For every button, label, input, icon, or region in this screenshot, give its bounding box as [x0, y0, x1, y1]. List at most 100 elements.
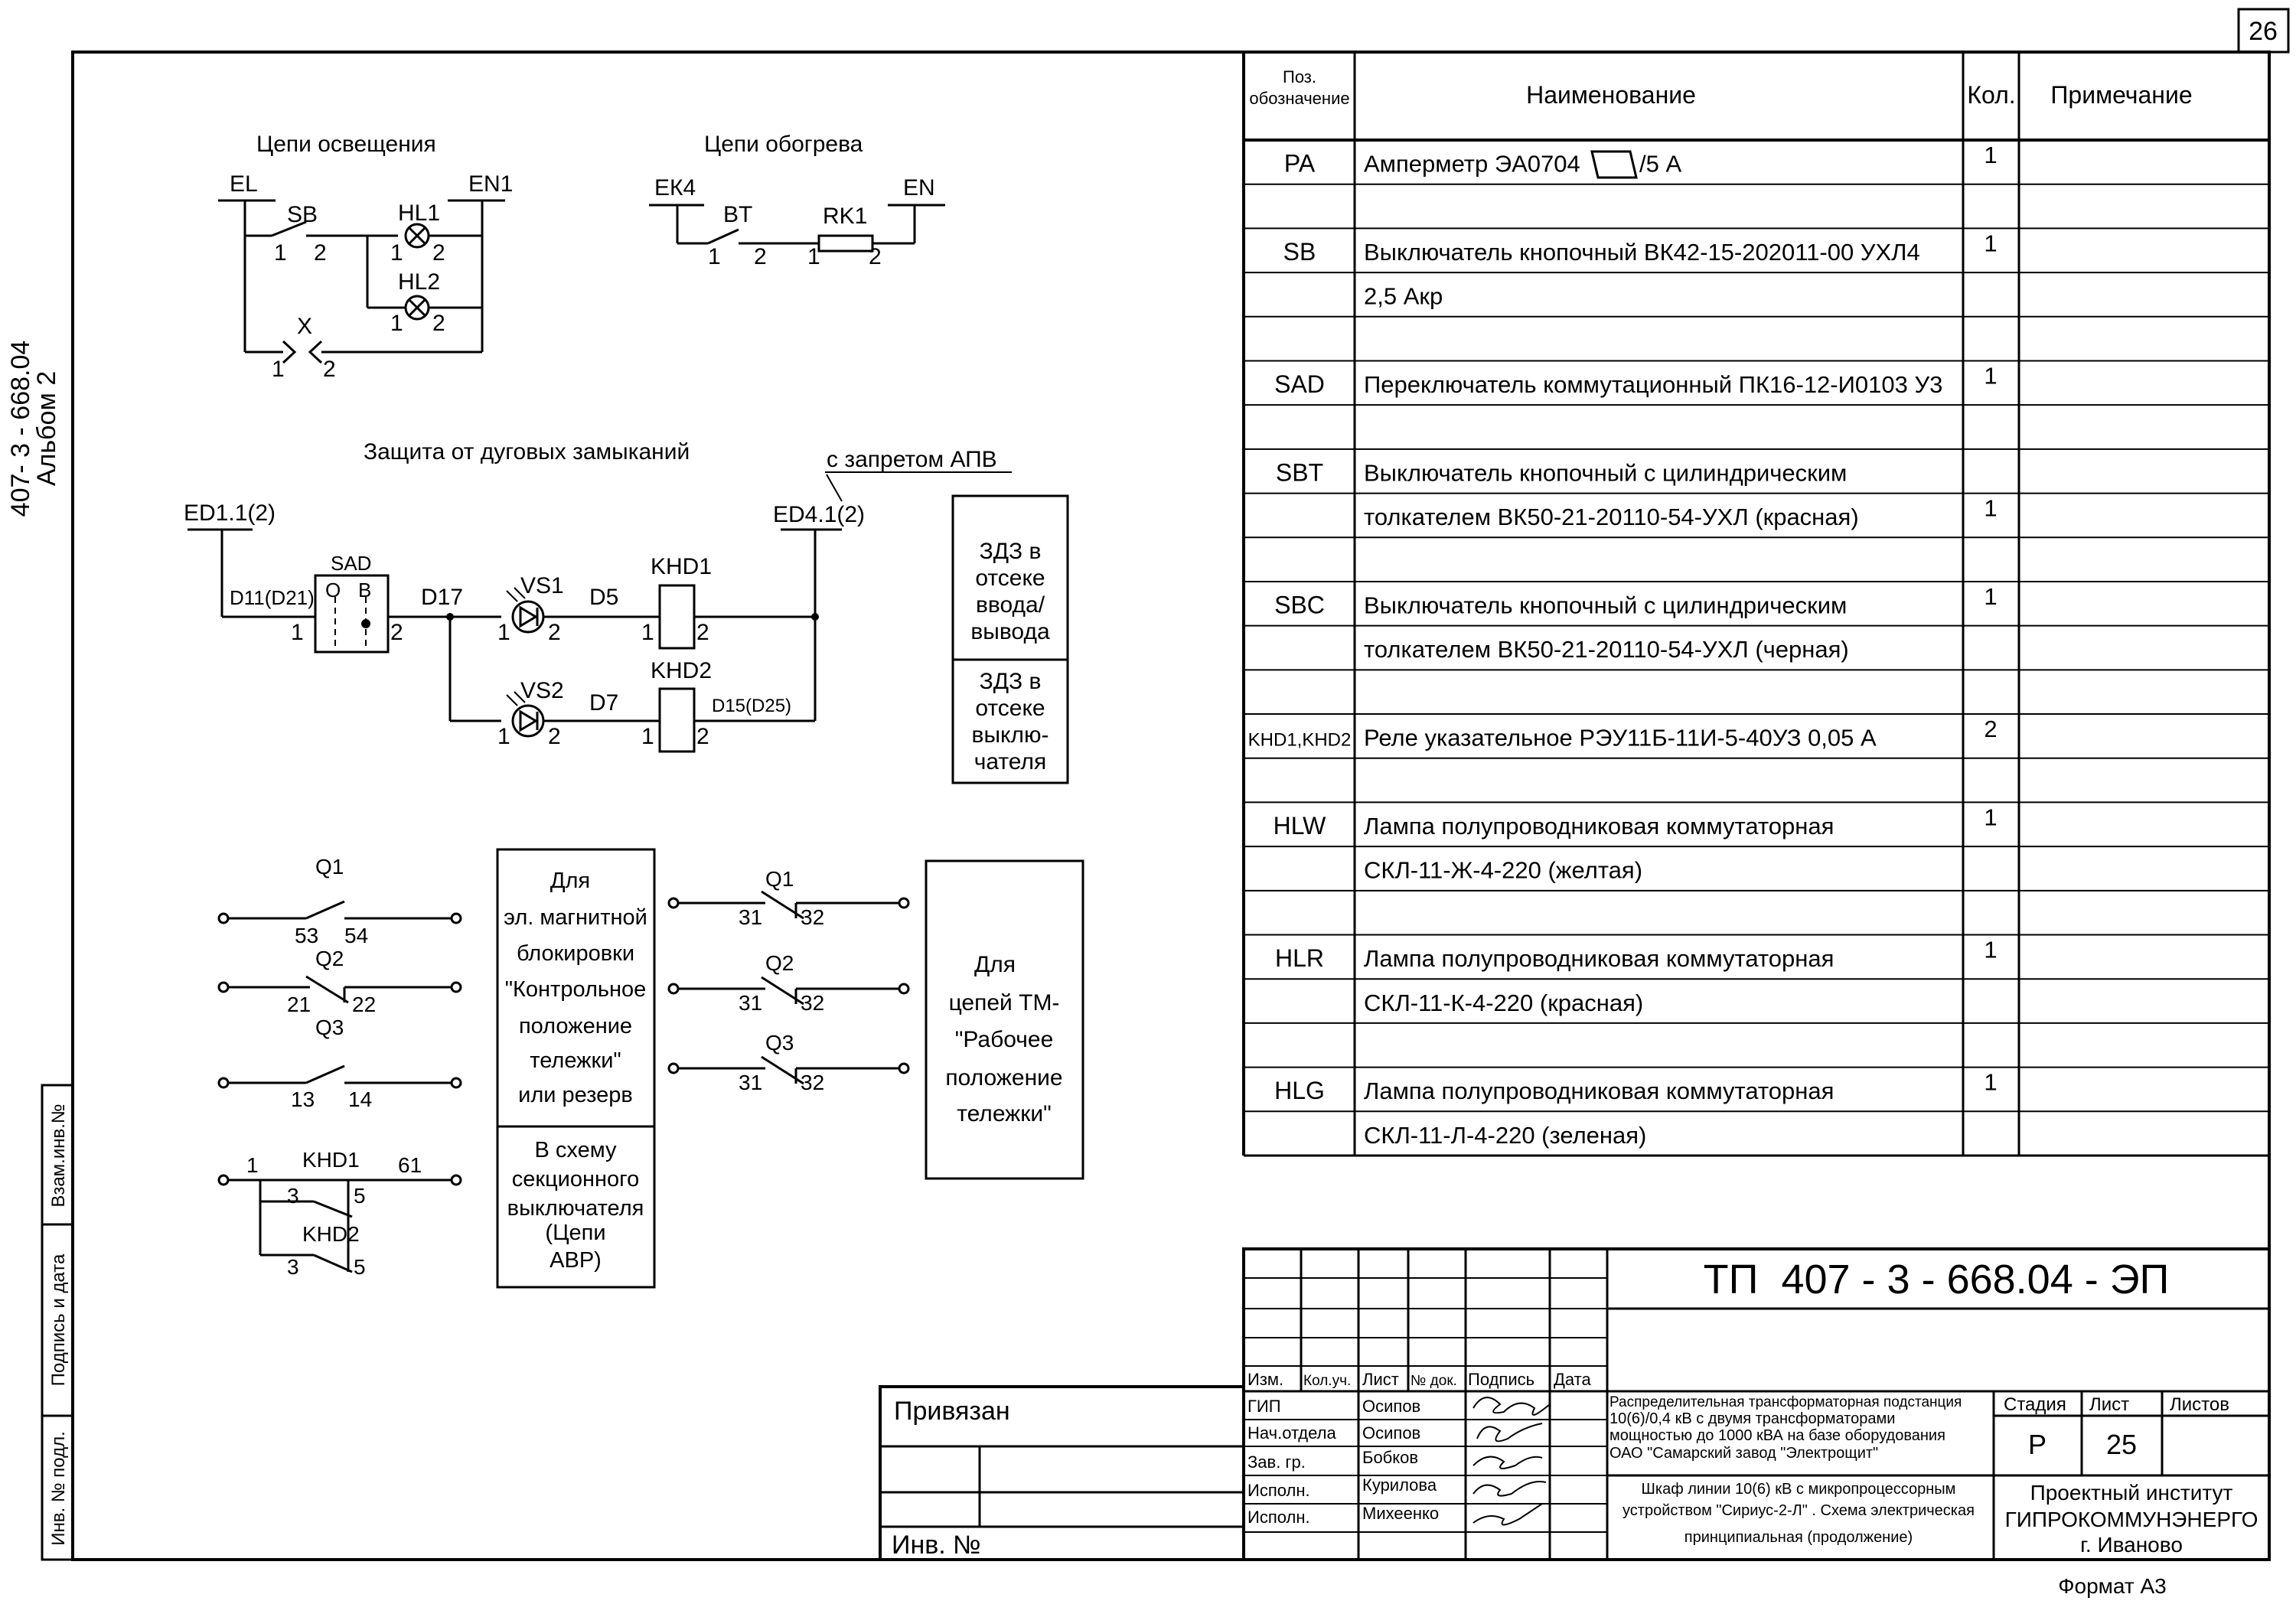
label-ek4: ЕК4	[654, 175, 696, 200]
staff-name: Осипов	[1362, 1397, 1420, 1416]
pin: 5	[354, 1184, 366, 1208]
row-qty: 1	[1984, 583, 1997, 610]
pin: 2	[314, 240, 327, 266]
box-avr: В схему секционного выключателя (Цепи АВ…	[507, 1138, 644, 1273]
label-en: EN	[903, 175, 935, 200]
row-name: Лампа полупроводниковая коммутаторная	[1364, 1077, 1834, 1104]
pin: 32	[801, 1071, 824, 1094]
label-bt: BT	[723, 202, 752, 227]
side-stamp: Взам.инв.№ Подпись и дата Инв. № подл.	[41, 1084, 74, 1561]
staff-name: Осипов	[1362, 1423, 1420, 1443]
row-name: СКЛ-11-Ж-4-220 (желтая)	[1364, 857, 1642, 884]
zdz-line: ввода/	[976, 592, 1045, 618]
pin: 1	[291, 620, 304, 645]
pin: 32	[801, 991, 824, 1015]
box-tm: Для цепей ТМ- "Рабочее положение тележки…	[945, 952, 1062, 1126]
project-desc: Распределительная трансформаторная подст…	[1609, 1394, 1962, 1462]
pin: 2	[432, 311, 445, 336]
label-q1: Q1	[765, 867, 794, 891]
label-vs1: VS1	[520, 573, 564, 598]
auxiliary-contacts: Q1 53 54 Q2 21 22 Q3 13 14 1 KHD1 61	[217, 848, 1084, 1289]
row-name: СКЛ-11-К-4-220 (красная)	[1364, 989, 1643, 1016]
box-line: блокировки	[517, 941, 634, 966]
label-hl2: HL2	[398, 269, 440, 295]
label-q2: Q2	[315, 947, 344, 970]
row-qty: 1	[1984, 495, 1997, 522]
row-name: Выключатель кнопочный ВК42-15-202011-00 …	[1364, 239, 1920, 266]
row-pos: PA	[1284, 150, 1316, 178]
pin: 2	[432, 240, 445, 266]
format-label: Формат А3	[2058, 1574, 2167, 1598]
row-name-suffix: /5 А	[1639, 151, 1681, 178]
zdz-box-breaker: ЗДЗ в отсеке выклю- чателя	[972, 669, 1049, 774]
row-qty: 1	[1984, 362, 1997, 389]
pin: 1	[390, 240, 403, 266]
pin: 1	[708, 244, 721, 269]
label-khd1-contact: KHD1	[302, 1148, 360, 1172]
label-d15: D15(D25)	[712, 696, 791, 716]
label-rk1: RK1	[823, 204, 867, 229]
staff-name: Михеенко	[1362, 1504, 1439, 1523]
col-list: Лист	[1362, 1370, 1399, 1389]
pin: 22	[352, 993, 376, 1016]
pin: 2	[869, 244, 882, 269]
staff-role: Зав. гр.	[1247, 1452, 1306, 1472]
staff-role: ГИП	[1247, 1397, 1281, 1416]
stadiya-label: Стадия	[2004, 1394, 2066, 1415]
row-pos: SBC	[1274, 591, 1325, 618]
arc-protection: Защита от дуговых замыканий с запретом А…	[184, 439, 1069, 784]
row-name: Выключатель кнопочный с цилиндрическим	[1364, 459, 1847, 486]
sheet-line: Шкаф линии 10(6) кВ с микропроцессорным	[1642, 1481, 1956, 1498]
label-hl1: HL1	[398, 200, 440, 226]
zdz-line: отсеке	[975, 696, 1045, 721]
row-qty: 1	[1984, 142, 1997, 168]
pin: 2	[754, 244, 767, 269]
pin: 2	[696, 620, 709, 645]
listov-label: Листов	[2170, 1394, 2229, 1415]
page-number: 26	[2249, 17, 2278, 46]
pin: 2	[323, 357, 336, 382]
org-line: г. Иваново	[2080, 1533, 2183, 1557]
row-name: Лампа полупроводниковая коммутаторная	[1364, 945, 1834, 972]
label-khd2-contact: KHD2	[302, 1222, 360, 1246]
side-vzam: Взам.инв.№	[48, 1104, 69, 1207]
pin: 1	[641, 724, 654, 749]
staff-name: Бобков	[1362, 1448, 1418, 1467]
row-pos: SB	[1283, 238, 1316, 266]
header-name: Наименование	[1526, 81, 1696, 109]
box-line: секционного	[512, 1167, 639, 1192]
staff-role: Исполн.	[1247, 1508, 1310, 1527]
row-name: Переключатель коммутационный ПК16-12-И01…	[1364, 371, 1942, 398]
zdz-line: выклю-	[972, 722, 1049, 748]
stadiya-value: Р	[2028, 1429, 2047, 1460]
label-khd2: KHD2	[651, 658, 712, 683]
label-d7: D7	[589, 690, 618, 716]
label-en1: EN1	[468, 171, 513, 197]
pin: 31	[739, 905, 762, 929]
arc-title: Защита от дуговых замыканий	[364, 439, 690, 465]
box-line: выключателя	[507, 1196, 644, 1221]
box-line: Для	[550, 869, 590, 893]
zdz-box-input: ЗДЗ в отсеке ввода/ вывода	[970, 539, 1050, 644]
pin: 54	[344, 924, 368, 947]
label-x: X	[297, 314, 312, 339]
frame: 26 Формат А3 407- 3 - 668.04 Альбом 2 Вз…	[6, 8, 2290, 1598]
privyazan-label: Привязан	[894, 1397, 1010, 1426]
label-q3: Q3	[765, 1031, 794, 1055]
side-inv: Инв. № подл.	[48, 1431, 69, 1546]
zdz-line: ЗДЗ в	[980, 669, 1042, 694]
pin: 31	[739, 1071, 762, 1094]
pin: 31	[739, 991, 762, 1015]
pin: 1	[272, 357, 285, 382]
label-ed11: ED1.1(2)	[184, 500, 276, 526]
row-qty: 1	[1984, 804, 1997, 830]
label-d17: D17	[421, 585, 463, 610]
header-pos-2: обозначение	[1249, 89, 1349, 108]
document-code: ТП 407 - 3 - 668.04 - ЭП	[1704, 1257, 2170, 1302]
staff-role: Нач.отдела	[1247, 1423, 1336, 1443]
row-qty: 1	[1984, 937, 1997, 963]
side-album: Альбом 2	[32, 371, 61, 486]
box-line: Для	[974, 952, 1016, 977]
